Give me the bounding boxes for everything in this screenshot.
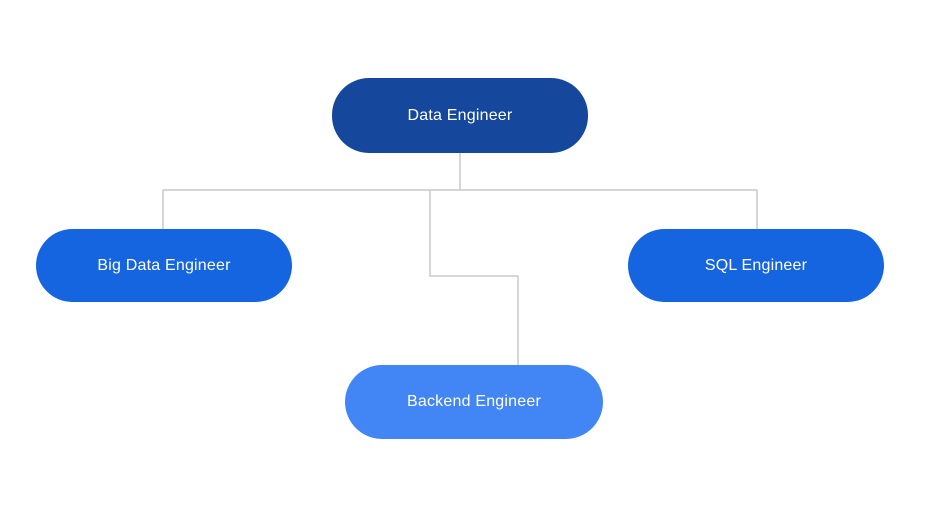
node-label: Backend Engineer [407,393,541,410]
node-data-engineer: Data Engineer [332,78,588,153]
node-backend-engineer: Backend Engineer [345,365,603,439]
node-sql-engineer: SQL Engineer [628,229,884,302]
node-label: SQL Engineer [704,256,808,274]
node-label: Data Engineer [407,106,513,124]
node-label: Big Data Engineer [97,256,231,274]
connector-backend-branch [429,190,519,365]
connector-left-right-branch [162,189,758,229]
node-big-data-engineer: Big Data Engineer [36,229,292,302]
